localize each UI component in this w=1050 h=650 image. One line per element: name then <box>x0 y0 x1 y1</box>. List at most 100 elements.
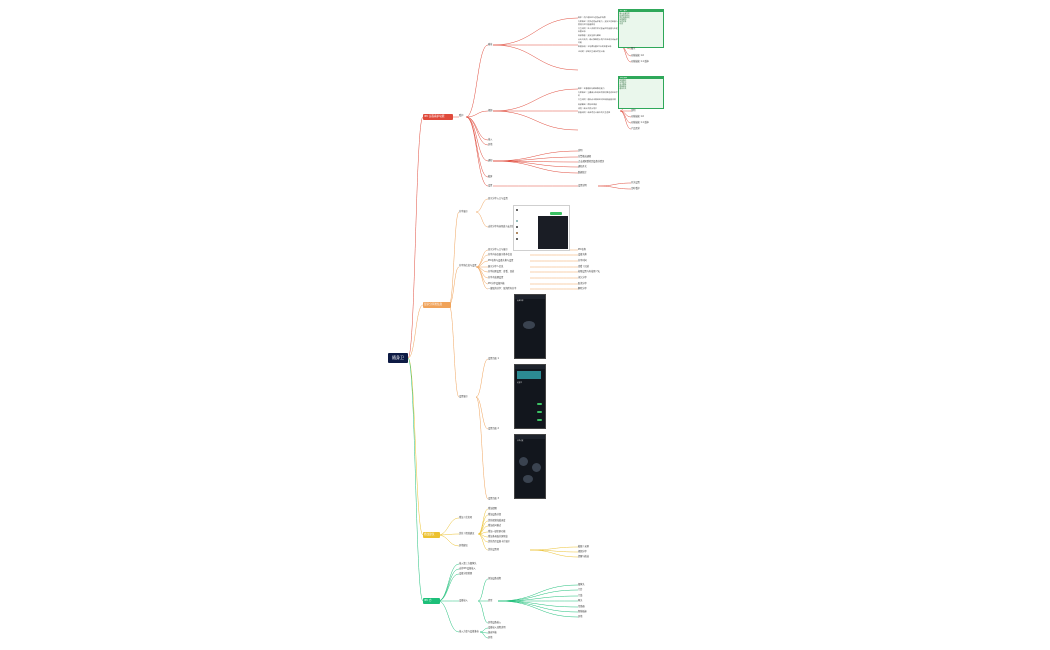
yellow-group-add[interactable]: 增加 / 优化项 <box>459 516 473 519</box>
branch-ipc-remote-care[interactable]: IPC 远程看护功能 <box>423 114 453 120</box>
suggestion-item[interactable]: 优化视频加载速度 <box>488 519 506 522</box>
device-type[interactable]: 智能插座 <box>578 610 587 613</box>
notify-item[interactable]: 通知开关 <box>578 165 587 168</box>
right2-item[interactable]: 说明 <box>631 109 636 112</box>
share-item[interactable]: 显示分享入口与设置 <box>488 197 508 200</box>
device-type[interactable]: 其他 <box>578 615 583 618</box>
phone-graphic <box>523 475 533 483</box>
other-suggestion[interactable]: 截图 / 录屏 <box>578 545 589 548</box>
share-setting-item[interactable]: 展示分享人信息 <box>488 265 504 268</box>
device-type[interactable]: 门铃 <box>578 588 583 591</box>
toggle[interactable] <box>537 419 542 421</box>
green-bottom-item[interactable]: 兼容列表 <box>488 631 497 634</box>
share-setting-detail[interactable]: 设备头像 <box>578 253 587 256</box>
right1-item[interactable]: 功能描述 1.1 版本 <box>631 60 649 63</box>
green-mid-item[interactable]: 其他设备接入 <box>488 621 502 624</box>
connector <box>492 110 579 131</box>
red-node-other[interactable]: 其他 <box>488 143 493 146</box>
red-node-video[interactable]: 视频 <box>488 109 493 112</box>
toggle[interactable] <box>537 411 542 413</box>
branch-ipc-side[interactable]: IPC 方 <box>423 598 440 604</box>
suggestion-item[interactable]: 优化设置项 <box>488 548 499 551</box>
connector <box>475 266 489 290</box>
connector <box>437 517 460 536</box>
note-ipc-care: IPC 看护 接入设备列表 设备状态显示 实时视频预览 告警通知 历史记录 设置 <box>618 9 664 48</box>
share-setting-item[interactable]: 一键取消分享：取消所有分享 <box>488 287 517 290</box>
green-bottom-item[interactable]: 其他 <box>488 636 493 639</box>
green-mid-item[interactable]: 类型 <box>488 599 493 602</box>
share-setting-detail[interactable]: 取消分享 <box>578 282 587 285</box>
orange-group-settings-display[interactable]: 设置展示 <box>459 395 468 398</box>
orange-group-share-display[interactable]: 分享展示 <box>459 210 468 213</box>
note-title: 推送通知 <box>619 77 663 80</box>
settings-leaf[interactable]: 定时看护 <box>631 187 640 190</box>
red-para-1: 需求：用户遇到IPC远程看护场景 方案概述：提供远程看护能力，支持多设备接入管理… <box>578 17 618 53</box>
right2-item[interactable]: 产品需求 <box>631 127 640 130</box>
green-device-access[interactable]: 设备接入 <box>459 599 468 602</box>
para1-line: 视频界面：支持全屏与截图 <box>578 35 601 38</box>
yellow-group-other[interactable]: 其他建议 <box>459 544 468 547</box>
note-row: 设置 <box>619 23 623 26</box>
share-setting-item[interactable]: 分享内容仅展示基本信息 <box>488 253 513 256</box>
share-setting-item[interactable]: IPC分享设备列表 <box>488 282 505 285</box>
red-node-notify[interactable]: 通知 <box>488 159 493 162</box>
right2-item[interactable]: 功能描述 1.1 版本 <box>631 121 649 124</box>
branch-suggestions[interactable]: 修改建议 <box>423 532 440 538</box>
suggestion-item[interactable]: 增加一键全屏功能 <box>488 530 506 533</box>
notify-item[interactable]: 点击通知跳转到设备详情页 <box>578 160 605 163</box>
red-node-settings[interactable]: 设置 <box>488 184 493 187</box>
right2-item[interactable]: 功能描述 1.0 <box>631 115 644 118</box>
device-type[interactable]: 网关 <box>578 599 583 602</box>
share-setting-detail[interactable]: 分享时间 <box>578 259 587 262</box>
green-compat[interactable]: 接入方案与设备兼容 <box>459 630 479 633</box>
device-type[interactable]: 门锁 <box>578 594 583 597</box>
green-top-item[interactable]: 设备分组管理 <box>459 572 473 575</box>
red-node-module[interactable]: 模块 <box>488 43 493 46</box>
right1-item[interactable]: 图示 <box>631 47 636 50</box>
suggestion-item[interactable]: 增加多画面分屏预览 <box>488 535 508 538</box>
root-node[interactable]: 随身卫 <box>388 353 408 363</box>
other-suggestion[interactable]: 提醒与推送 <box>578 555 589 558</box>
share-item[interactable]: 支持分享内容预览与安全提示 <box>488 225 517 228</box>
share-setting-item[interactable]: IPC名称与设备头像与设置 <box>488 259 514 262</box>
red-node-access[interactable]: 接入 <box>488 138 493 141</box>
suggestion-item[interactable]: 增加夜间模式 <box>488 524 502 527</box>
connector <box>597 182 632 187</box>
right1-item[interactable]: 功能描述 1.0 <box>631 54 644 57</box>
suggestion-item[interactable]: 优化首页设备卡片展示 <box>488 540 510 543</box>
red-node-screenshot[interactable]: 截屏 <box>488 175 493 178</box>
other-suggestion[interactable]: 视频分享 <box>578 550 587 553</box>
orange-group-share-settings[interactable]: 分享防信息与设置 <box>459 264 477 267</box>
screen-label[interactable]: 设置页面 2 <box>488 427 499 430</box>
settings-leaf[interactable]: 开关设置 <box>631 181 640 184</box>
branch-share-info[interactable]: 显示分享防信息 <box>423 302 451 308</box>
green-bottom-item[interactable]: 设备接入流程说明 <box>488 626 506 629</box>
share-setting-detail[interactable]: IPC名称 <box>578 248 586 251</box>
suggestion-item[interactable]: 增加设备分组 <box>488 513 502 516</box>
suggestion-item[interactable]: 增加提醒 <box>488 507 497 510</box>
para2-line: 界面说明：请参考设计稿中的交互逻辑 <box>578 112 611 115</box>
notify-item[interactable]: 数据统计 <box>578 171 587 174</box>
yellow-group-optimize[interactable]: 优化 / 精简建议 <box>459 532 475 535</box>
connector <box>407 116 424 359</box>
share-setting-detail[interactable]: 解除分享 <box>578 287 587 290</box>
screen-label[interactable]: 设置页面 1 <box>488 357 499 360</box>
toggle[interactable] <box>537 403 542 405</box>
device-type[interactable]: 摄像头 <box>578 583 585 586</box>
share-setting-item[interactable]: 显示分享入口与展示 <box>488 248 508 251</box>
green-mid-item[interactable]: 添加设备流程 <box>488 577 502 580</box>
share-setting-detail[interactable]: 查看 / 回放 <box>578 265 589 268</box>
notify-item[interactable]: 告警推送通知 <box>578 155 592 158</box>
share-setting-detail[interactable]: 权限设置与有效期 7天 <box>578 270 600 273</box>
red-sub[interactable]: 看护 <box>459 114 464 117</box>
share-setting-item[interactable]: 分享有效期设置 <box>488 276 504 279</box>
green-top-item[interactable]: 接入第三方摄像头 <box>459 562 477 565</box>
settings-child[interactable]: 设置说明 <box>578 184 587 187</box>
share-button[interactable] <box>550 212 562 215</box>
screen-label[interactable]: 设置页面 3 <box>488 497 499 500</box>
green-top-item[interactable]: 支持IPC设备接入 <box>459 567 476 570</box>
share-setting-detail[interactable]: 永久分享 <box>578 276 587 279</box>
device-type[interactable]: 传感器 <box>578 605 585 608</box>
notify-item[interactable]: 说明 <box>578 149 583 152</box>
share-setting-item[interactable]: 分享权限设置：查看、回放 <box>488 270 515 273</box>
